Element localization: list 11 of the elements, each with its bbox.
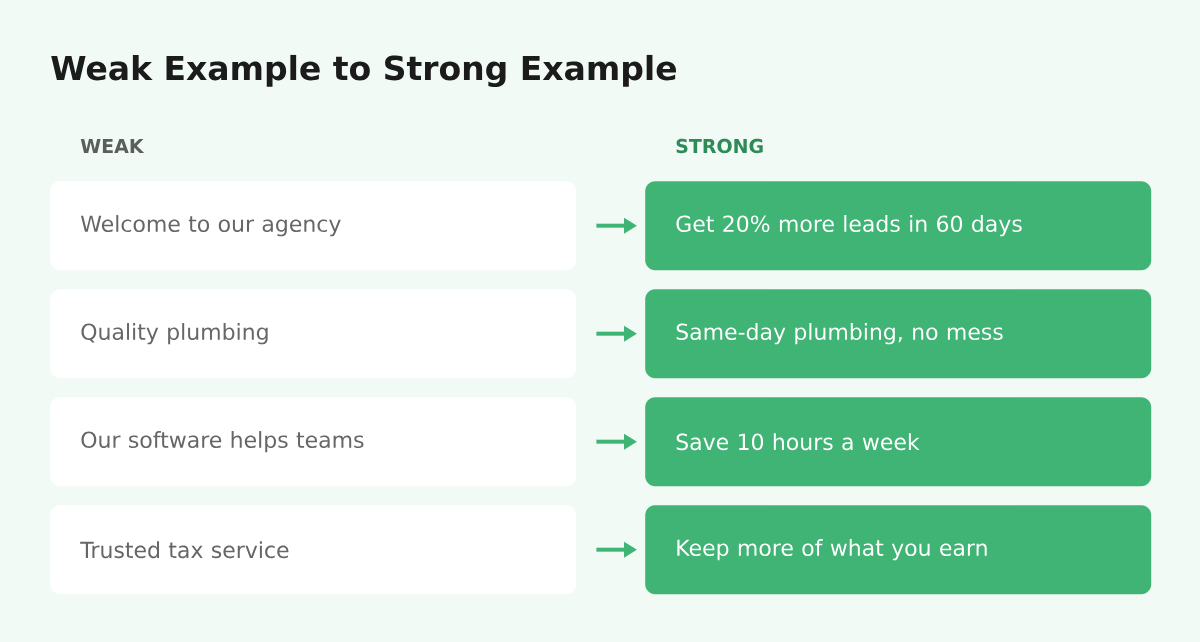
strong-box: Get 20% more leads in 60 days: [645, 181, 1152, 271]
weak-box: Quality plumbing: [50, 289, 577, 379]
column-header: STRONG: [676, 138, 763, 154]
weak-box: Our software helps teams: [50, 397, 577, 487]
title: Weak Example to Strong Example: [51, 54, 676, 88]
weak-box: Welcome to our agency: [50, 181, 577, 271]
strong-box: Save 10 hours a week: [645, 397, 1152, 487]
column-header: WEAK: [80, 139, 145, 153]
strong-box: Same-day plumbing, no mess: [645, 289, 1152, 379]
weak-box: Trusted tax service: [50, 505, 577, 595]
strong-box: Keep more of what you earn: [645, 505, 1152, 595]
